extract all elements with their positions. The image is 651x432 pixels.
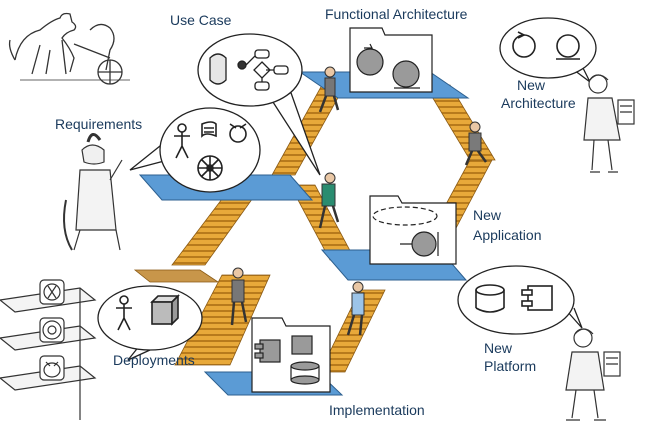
stair-bottom-left — [133, 269, 220, 283]
activity-diagram-icon — [237, 49, 289, 91]
climber-top — [318, 66, 340, 113]
climber-right — [464, 121, 488, 166]
scroll-icon — [201, 121, 217, 138]
functional-architecture-card — [349, 27, 433, 93]
entity-icon — [556, 34, 580, 60]
shelves-sketch — [0, 279, 97, 420]
actor-mask-icon — [209, 53, 227, 85]
node-cube-icon — [150, 294, 180, 326]
roman-soldier-sketch — [63, 133, 123, 251]
database-icon — [475, 284, 505, 313]
wheel-icon — [197, 155, 223, 181]
label-new-architecture-line2: Architecture — [501, 95, 576, 111]
control-icon — [512, 31, 536, 58]
label-use-case: Use Case — [170, 12, 232, 28]
label-requirements: Requirements — [55, 116, 143, 132]
label-new-application-line1: New — [473, 207, 502, 223]
deployments-bubble — [97, 285, 203, 361]
label-deployments: Deployments — [113, 352, 195, 368]
woman-platform-sketch — [565, 328, 621, 421]
woman-architect-sketch — [583, 74, 635, 173]
label-functional-architecture: Functional Architecture — [325, 6, 468, 22]
stair-right-lower — [319, 289, 386, 373]
actor-icon — [174, 123, 190, 159]
label-new-architecture-line1: New — [516, 77, 545, 93]
implementation-card — [251, 317, 331, 393]
climber-left — [230, 267, 248, 326]
climber-center — [318, 172, 340, 229]
label-new-platform-line1: New — [484, 340, 513, 356]
new-application-card — [369, 195, 457, 265]
new-platform-bubble — [457, 265, 583, 335]
label-new-platform-line2: Platform — [484, 358, 537, 374]
actor-icon — [116, 295, 132, 331]
component-icon — [521, 285, 553, 311]
boundary-icon — [229, 123, 247, 143]
climber-figures — [230, 66, 488, 336]
new-architecture-bubble — [499, 17, 597, 83]
use-case-bubble — [197, 33, 321, 176]
horse-plough-sketch — [8, 12, 130, 85]
label-implementation: Implementation — [329, 402, 425, 418]
requirements-bubble — [129, 107, 261, 193]
stair-left-mid — [171, 194, 256, 266]
stair-left-lower — [174, 274, 271, 366]
label-new-application-line2: Application — [473, 227, 542, 243]
climber-lower-right — [346, 281, 365, 336]
